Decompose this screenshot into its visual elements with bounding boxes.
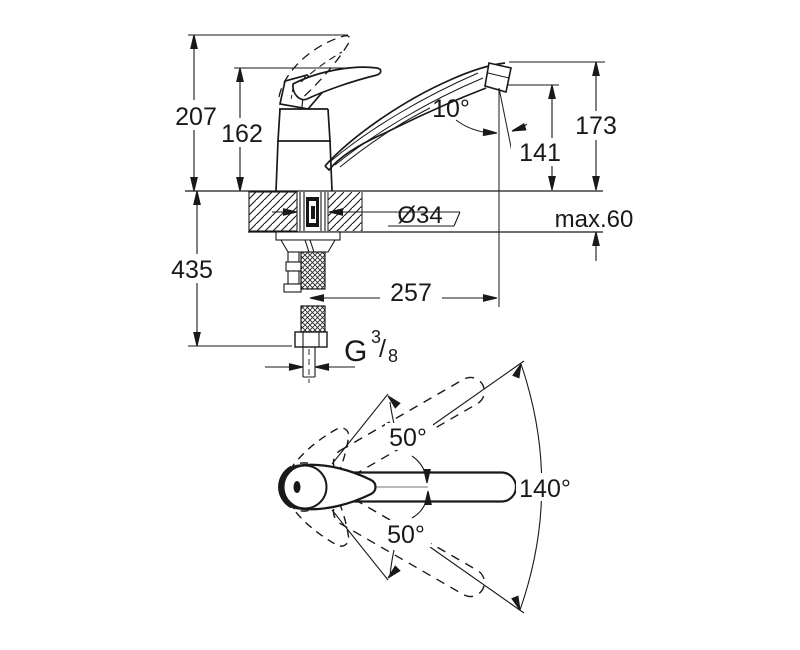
faucet-shank — [299, 192, 326, 231]
body-edge-crescent — [278, 465, 294, 509]
dim-label-under-deck: 435 — [171, 256, 213, 284]
dim-label-overall-height: 207 — [175, 103, 217, 131]
dim-label-spout-height: 173 — [575, 112, 617, 140]
faucet-body — [275, 108, 333, 192]
top-view — [278, 360, 574, 614]
body-top-outline — [282, 464, 328, 510]
dim-label-swivel-total: 140° — [519, 475, 571, 503]
mounting-hardware — [275, 231, 341, 293]
spout-outline — [324, 62, 512, 172]
dim-label-body-height: 162 — [221, 120, 263, 148]
top-view-backplates — [383, 423, 574, 547]
spray-direction — [455, 87, 528, 307]
dim-label-max-deck: max.60 — [555, 206, 634, 233]
side-view — [166, 34, 623, 383]
handle-end-mark — [293, 481, 301, 493]
aerator — [484, 62, 512, 94]
dim-label-outlet-height: 141 — [519, 139, 561, 167]
handle-lever — [278, 66, 382, 110]
top-view-labels: 50° 50° 140° — [387, 424, 571, 549]
thread-denominator: 8 — [388, 346, 398, 366]
supply-connector — [294, 331, 328, 383]
label-backplates — [166, 100, 623, 306]
dim-label-swivel-upper: 50° — [389, 424, 427, 452]
thread-prefix: G — [344, 335, 367, 368]
thread-slash: / — [379, 335, 386, 363]
dim-label-swivel-lower: 50° — [387, 521, 425, 549]
dim-label-spout-reach: 257 — [390, 279, 432, 307]
handle-raised-dashed — [278, 35, 351, 101]
braided-hose — [300, 251, 326, 333]
thread-numerator: 3 — [371, 327, 381, 347]
side-view-labels: 207 162 10° 173 141 Ø34 max.60 435 257 G… — [171, 95, 633, 368]
dim-label-thread: G 3 / 8 — [344, 327, 398, 368]
swivel-50-dimensions — [331, 393, 432, 581]
dim-label-hole-diameter: Ø34 — [397, 202, 442, 229]
dim-label-spray-angle: 10° — [432, 95, 470, 123]
